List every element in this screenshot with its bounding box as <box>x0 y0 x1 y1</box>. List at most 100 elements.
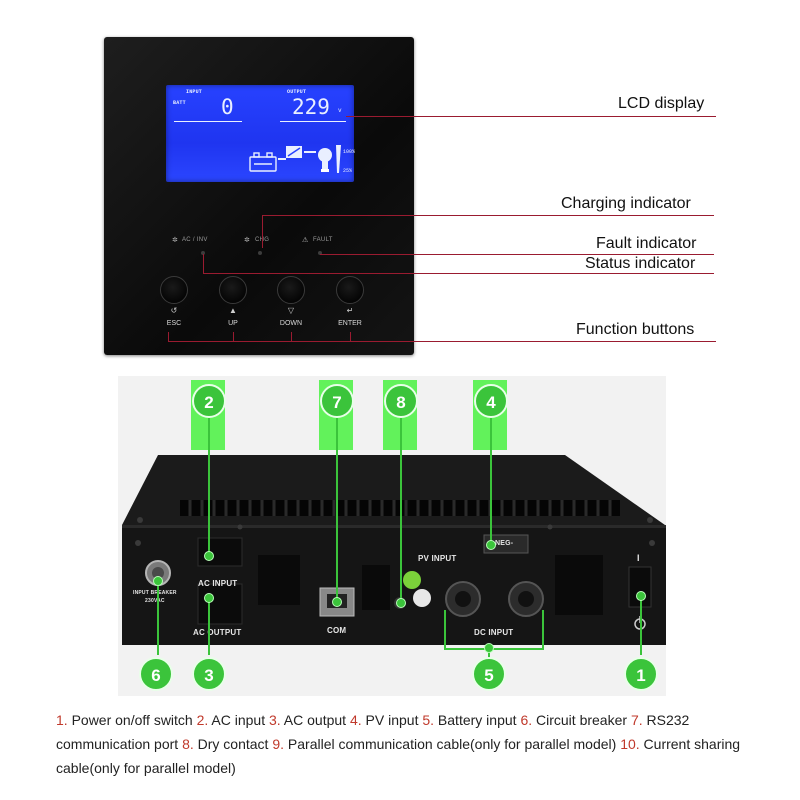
badge-6: 6 <box>139 657 173 691</box>
connector-line-2 <box>208 418 210 556</box>
enter-label: ENTER <box>338 320 362 327</box>
callout-line-buttons <box>168 341 716 342</box>
enter-button[interactable] <box>336 276 364 304</box>
desc-num-3: 3. <box>269 712 281 728</box>
down-button[interactable] <box>277 276 305 304</box>
screws <box>135 517 655 546</box>
lcd-input-label: INPUT <box>186 89 203 95</box>
lcd-percent-bottom: 25% <box>343 168 353 174</box>
com-label: COM <box>327 626 347 635</box>
desc-num-10: 10. <box>620 736 640 752</box>
callout-line-status-drop <box>203 254 204 273</box>
ac-sun-icon: ✲ <box>172 237 178 244</box>
connector-line-5-bar <box>444 648 544 650</box>
desc-text-2: AC input <box>208 712 269 728</box>
down-symbol: ▽ <box>287 306 295 315</box>
indicator-chg-label: CHG <box>255 237 269 243</box>
callout-status-indicator: Status indicator <box>585 255 696 272</box>
dry-contact-sticker <box>413 589 431 607</box>
desc-text-1: Power on/off switch <box>67 712 197 728</box>
status-led <box>201 251 205 255</box>
badge-1: 1 <box>624 657 658 691</box>
desc-text-8: Dry contact <box>193 736 273 752</box>
breaker-label: INPUT BREAKER <box>133 590 177 596</box>
connector-line-4 <box>490 418 492 544</box>
connector-line-7 <box>336 418 338 602</box>
connector-line-3 <box>208 597 210 655</box>
side-vents <box>258 555 603 615</box>
callout-line-lcd <box>346 116 716 117</box>
up-symbol: ▲ <box>229 306 237 315</box>
enter-symbol: ↵ <box>346 306 354 315</box>
desc-num-7: 7. <box>630 712 643 728</box>
lcd-output-unit: v <box>338 107 342 114</box>
dc-input-label: DC INPUT <box>474 628 514 637</box>
lcd-display: INPUT BATT 0 OUTPUT 229 v 100% 25% <box>166 85 356 182</box>
connector-line-5-right <box>542 610 544 650</box>
ac-input-label: AC INPUT <box>198 579 238 588</box>
badge-8: 8 <box>384 384 418 418</box>
callout-line-status <box>203 273 714 274</box>
lcd-input-underline <box>174 121 242 122</box>
component-description: 1. Power on/off switch 2. AC input 3. AC… <box>56 708 756 780</box>
desc-text-7: RS232 communication port <box>56 712 690 752</box>
desc-num-2: 2. <box>196 712 209 728</box>
ac-output-socket <box>197 583 243 625</box>
flow-arrows-icon <box>278 151 316 160</box>
badge-7: 7 <box>320 384 354 418</box>
dot-2 <box>204 551 214 561</box>
up-button[interactable] <box>219 276 247 304</box>
connector-line-5-stem <box>488 650 490 658</box>
esc-symbol: ↺ <box>170 306 178 315</box>
desc-num-1: 1. <box>56 712 68 728</box>
callout-fault-indicator: Fault indicator <box>596 235 697 252</box>
load-level-icon <box>336 145 341 173</box>
callout-line-charging <box>262 215 714 216</box>
badge-2: 2 <box>192 384 226 418</box>
lcd-input-unit-tag: BATT <box>173 100 186 106</box>
lcd-output-underline <box>280 121 346 122</box>
lcd-percent-top: 100% <box>343 149 356 155</box>
desc-num-8: 8. <box>182 736 194 752</box>
desc-num-5: 5. <box>422 712 435 728</box>
warning-icon: ⚠ <box>302 237 309 244</box>
battery-icon <box>249 152 277 172</box>
dot-8 <box>396 598 406 608</box>
breaker-rating-label: 230VAC <box>145 598 165 604</box>
connector-line-6 <box>157 580 159 655</box>
callout-function-buttons: Function buttons <box>576 321 695 338</box>
badge-3: 3 <box>192 657 226 691</box>
dot-4 <box>486 540 496 550</box>
desc-text-9: Parallel communication cable(only for pa… <box>284 736 621 752</box>
pv-terminal <box>483 534 529 554</box>
esc-label: ESC <box>166 320 182 327</box>
top-vent-ribs <box>188 500 612 516</box>
up-label: UP <box>228 320 238 327</box>
desc-text-3: AC output <box>280 712 350 728</box>
warning-sticker <box>403 571 421 589</box>
esc-button[interactable] <box>160 276 188 304</box>
lcd-output-label: OUTPUT <box>287 89 307 95</box>
pv-neg-label: NEG- <box>495 540 514 547</box>
dot-5 <box>484 643 494 653</box>
callout-tick-down <box>291 332 292 341</box>
callout-line-charging-drop <box>262 215 263 248</box>
connector-line-5-left <box>444 610 446 650</box>
pv-input-label: PV INPUT <box>418 554 457 563</box>
indicator-fault-label: FAULT <box>313 237 333 243</box>
desc-text-6: Circuit breaker <box>532 712 631 728</box>
desc-num-9: 9. <box>272 736 285 752</box>
connector-line-1 <box>640 595 642 655</box>
ac-output-label: AC OUTPUT <box>193 628 242 637</box>
callout-lcd-display: LCD display <box>618 95 705 112</box>
callout-tick-enter <box>350 332 351 341</box>
lcd-input-value: 0 <box>221 95 234 119</box>
dot-7 <box>332 597 342 607</box>
ac-input-socket <box>197 537 243 567</box>
badge-4: 4 <box>474 384 508 418</box>
dot-1 <box>636 591 646 601</box>
dot-3 <box>204 593 214 603</box>
desc-num-6: 6. <box>520 712 533 728</box>
chg-sun-icon: ✲ <box>244 237 250 244</box>
